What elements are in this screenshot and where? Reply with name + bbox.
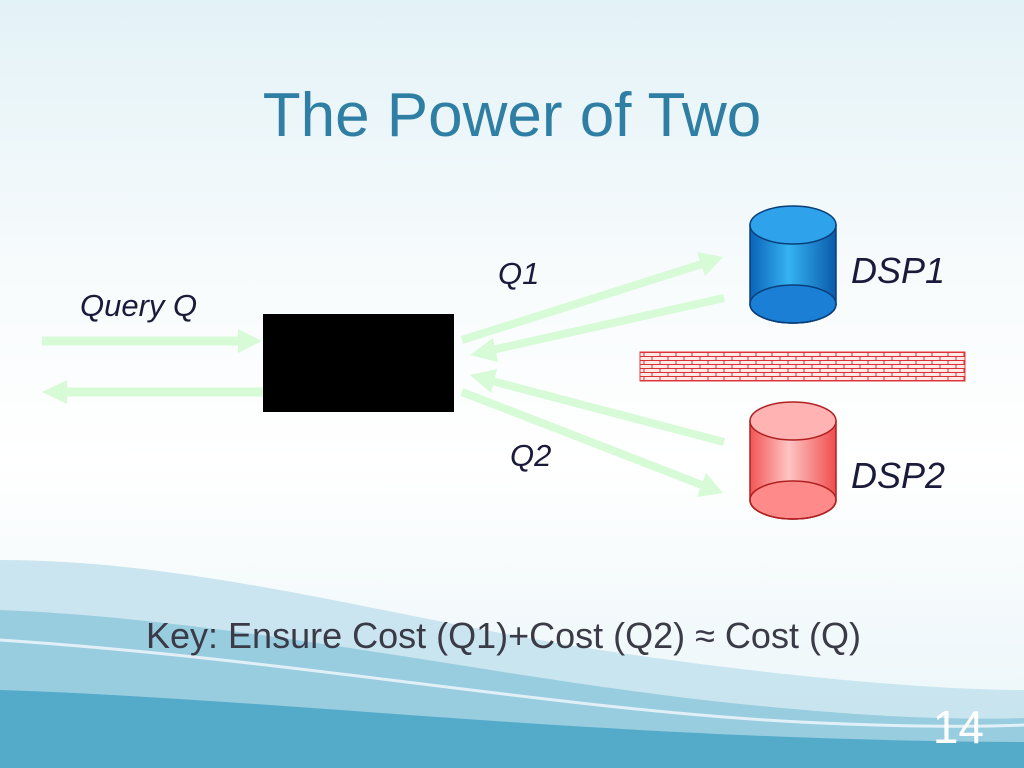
query-label: Query Q xyxy=(80,288,198,323)
subquery1-label: Q1 xyxy=(498,256,540,291)
q2-out-arrow xyxy=(460,388,723,497)
key-statement: Key: Ensure Cost (Q1)+Cost (Q2) ≈ Cost (… xyxy=(146,615,861,656)
mediator-box xyxy=(263,314,454,412)
subquery2-label: Q2 xyxy=(510,438,552,473)
dsp2-database-icon xyxy=(749,401,837,520)
dsp1-label: DSP1 xyxy=(851,250,946,291)
query-in-arrow xyxy=(42,329,262,353)
wave-front xyxy=(0,690,1024,768)
slide-number: 14 xyxy=(932,701,984,753)
q1-out-arrow xyxy=(460,252,723,344)
slide-title: The Power of Two xyxy=(262,81,762,150)
wave-highlight xyxy=(0,638,1024,728)
q1-return-arrow xyxy=(470,294,725,362)
dsp2-label: DSP2 xyxy=(851,455,946,496)
dsp1-database-icon xyxy=(749,205,837,324)
result-out-arrow xyxy=(42,380,265,404)
firewall xyxy=(639,351,966,382)
q2-return-arrow xyxy=(470,369,726,446)
